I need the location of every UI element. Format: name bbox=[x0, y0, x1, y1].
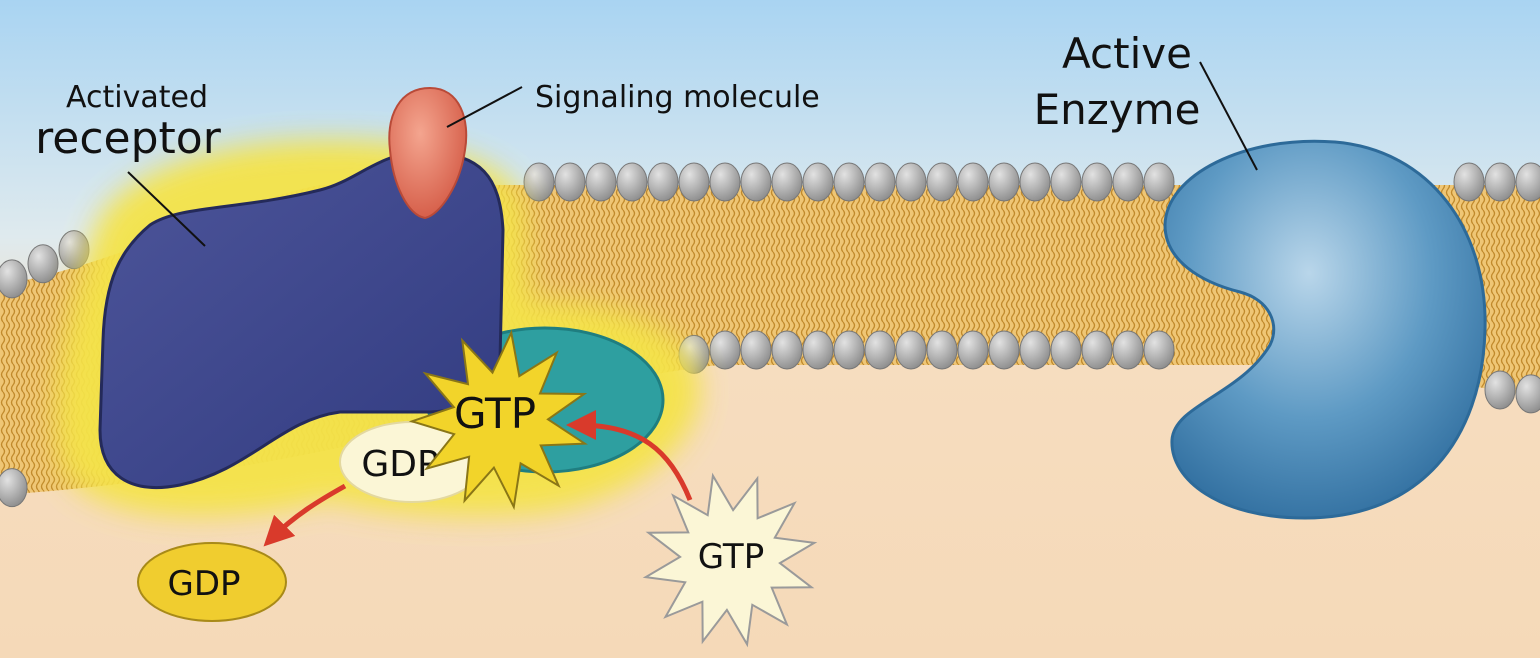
enzyme-leader-line bbox=[1199, 61, 1258, 171]
lipid-head bbox=[771, 162, 803, 202]
receptor-label: receptor bbox=[35, 113, 222, 164]
lipid-head bbox=[895, 330, 927, 370]
lipid-head bbox=[833, 162, 865, 202]
lipid-head bbox=[802, 330, 834, 370]
signaling-molecule bbox=[388, 86, 468, 220]
receptor-leader-line bbox=[127, 171, 206, 247]
lipid-head bbox=[1081, 162, 1113, 202]
signaling-molecule-label: Signaling molecule bbox=[535, 80, 820, 115]
lipid-head bbox=[1484, 162, 1516, 202]
lipid-head bbox=[1112, 330, 1144, 370]
lipid-head bbox=[1050, 330, 1082, 370]
enzyme-label: Enzyme bbox=[1034, 85, 1201, 134]
lipid-head bbox=[1453, 162, 1485, 202]
lipid-head bbox=[740, 330, 772, 370]
lipid-head bbox=[709, 330, 741, 370]
gtp-bound-label: GTP bbox=[454, 389, 536, 438]
lipid-head bbox=[1019, 162, 1051, 202]
lipid-head bbox=[709, 162, 741, 202]
lipid-head bbox=[0, 468, 28, 508]
gdp-release-arrow bbox=[263, 483, 347, 547]
lipid-head bbox=[1515, 374, 1540, 414]
lipid-head bbox=[864, 162, 896, 202]
lipid-head bbox=[585, 162, 617, 202]
lipid-head bbox=[1515, 162, 1540, 202]
lipid-heads-lower bbox=[0, 330, 1540, 508]
activated-label: Activated bbox=[66, 80, 208, 115]
lipid-head bbox=[864, 330, 896, 370]
lipid-head bbox=[1050, 162, 1082, 202]
lipid-head bbox=[1484, 370, 1516, 410]
lipid-head bbox=[616, 162, 648, 202]
lipid-head bbox=[895, 162, 927, 202]
lipid-head bbox=[957, 330, 989, 370]
lipid-head bbox=[833, 330, 865, 370]
gtp-free-star: GTP bbox=[642, 472, 818, 648]
lipid-head bbox=[988, 330, 1020, 370]
lipid-head bbox=[1143, 162, 1175, 202]
gdp-faded-label: GDP bbox=[361, 444, 438, 485]
lipid-head bbox=[678, 162, 710, 202]
lipid-head bbox=[740, 162, 772, 202]
gdp-released: GDP bbox=[137, 542, 287, 622]
lipid-head bbox=[1019, 330, 1051, 370]
lipid-head bbox=[802, 162, 834, 202]
lipid-heads-upper bbox=[0, 162, 1540, 299]
lipid-head bbox=[1112, 162, 1144, 202]
lipid-head bbox=[926, 162, 958, 202]
lipid-head bbox=[926, 330, 958, 370]
signaling-leader-line bbox=[446, 86, 523, 128]
lipid-head bbox=[957, 162, 989, 202]
gtp-exchange-arrow bbox=[566, 410, 693, 501]
lipid-head bbox=[988, 162, 1020, 202]
lipid-head bbox=[771, 330, 803, 370]
lipid-head bbox=[554, 162, 586, 202]
lipid-head bbox=[0, 259, 28, 299]
lipid-head bbox=[647, 162, 679, 202]
gtp-free-label: GTP bbox=[698, 537, 764, 577]
lipid-head bbox=[523, 162, 555, 202]
gtp-bound-star: GTP bbox=[408, 329, 588, 511]
lipid-head bbox=[1143, 330, 1175, 370]
lipid-head bbox=[1081, 330, 1113, 370]
lipid-head bbox=[27, 244, 59, 284]
gdp-released-label: GDP bbox=[167, 564, 240, 604]
active-enzyme bbox=[1163, 139, 1487, 520]
active-label: Active bbox=[1062, 29, 1192, 78]
